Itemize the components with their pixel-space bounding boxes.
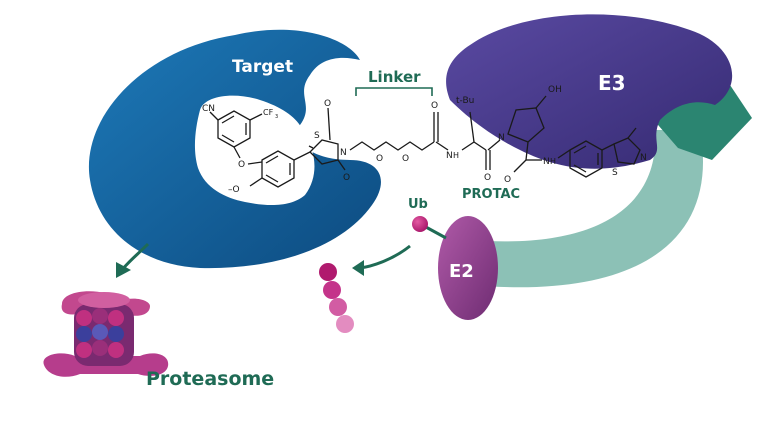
proteasome-label: Proteasome	[146, 368, 274, 390]
ub-chain-bead-4	[336, 315, 354, 333]
ub-chain-bead-3	[329, 298, 347, 316]
degradation-arrowhead	[116, 262, 131, 278]
e2-label: E2	[449, 261, 474, 282]
chem-o-link2: O	[402, 154, 409, 164]
chem-nh: N	[446, 151, 453, 161]
ub-label: Ub	[408, 197, 428, 212]
chem-o-amide1: O	[431, 101, 438, 111]
linker-bracket	[355, 87, 433, 96]
ub-tether	[423, 224, 447, 240]
ub-chain-bead-1	[319, 263, 337, 281]
ub-chain-bead-2	[323, 281, 341, 299]
e3-ligase-shape	[446, 14, 733, 169]
chem-cf3: CF	[263, 108, 274, 117]
chem-cf3-sub: 3	[275, 114, 278, 120]
chem-nh-h: H	[453, 151, 459, 160]
chem-methoxy: –O	[228, 185, 240, 195]
chem-o-amide3: O	[504, 175, 511, 185]
target-label: Target	[232, 57, 293, 77]
e3-label: E3	[598, 71, 626, 95]
binding-pocket	[194, 95, 315, 206]
e2-enzyme-shape	[438, 216, 498, 320]
chem-cn: CN	[202, 104, 215, 114]
chem-n-ring: N	[340, 148, 347, 158]
chem-o-top: O	[324, 99, 331, 109]
ub-transfer-arrow	[359, 244, 411, 270]
chem-o-link1: O	[376, 154, 383, 164]
proteasome-shape	[43, 291, 169, 377]
chem-o-ether: O	[238, 160, 245, 170]
chem-o-bottom: O	[343, 173, 350, 183]
protac-molecule: CN CF 3 O –O S N O O O O O N H	[202, 85, 647, 195]
protac-label: PROTAC	[462, 187, 520, 202]
transfer-arrow	[470, 130, 704, 288]
chem-n-thz: N	[640, 153, 647, 163]
chem-s-thz: S	[612, 168, 618, 178]
linker-label: Linker	[368, 68, 421, 86]
chem-s-ring: S	[314, 131, 320, 141]
chem-nh2-h: H	[550, 157, 556, 166]
chem-n-pro: N	[498, 133, 505, 143]
chem-nh2: N	[543, 157, 550, 167]
chem-tbu: t-Bu	[456, 96, 474, 106]
chem-oh: OH	[548, 85, 562, 95]
ub-bead-attached	[412, 216, 428, 232]
chem-o-amide2: O	[484, 173, 491, 183]
ub-transfer-arrowhead	[352, 260, 364, 276]
